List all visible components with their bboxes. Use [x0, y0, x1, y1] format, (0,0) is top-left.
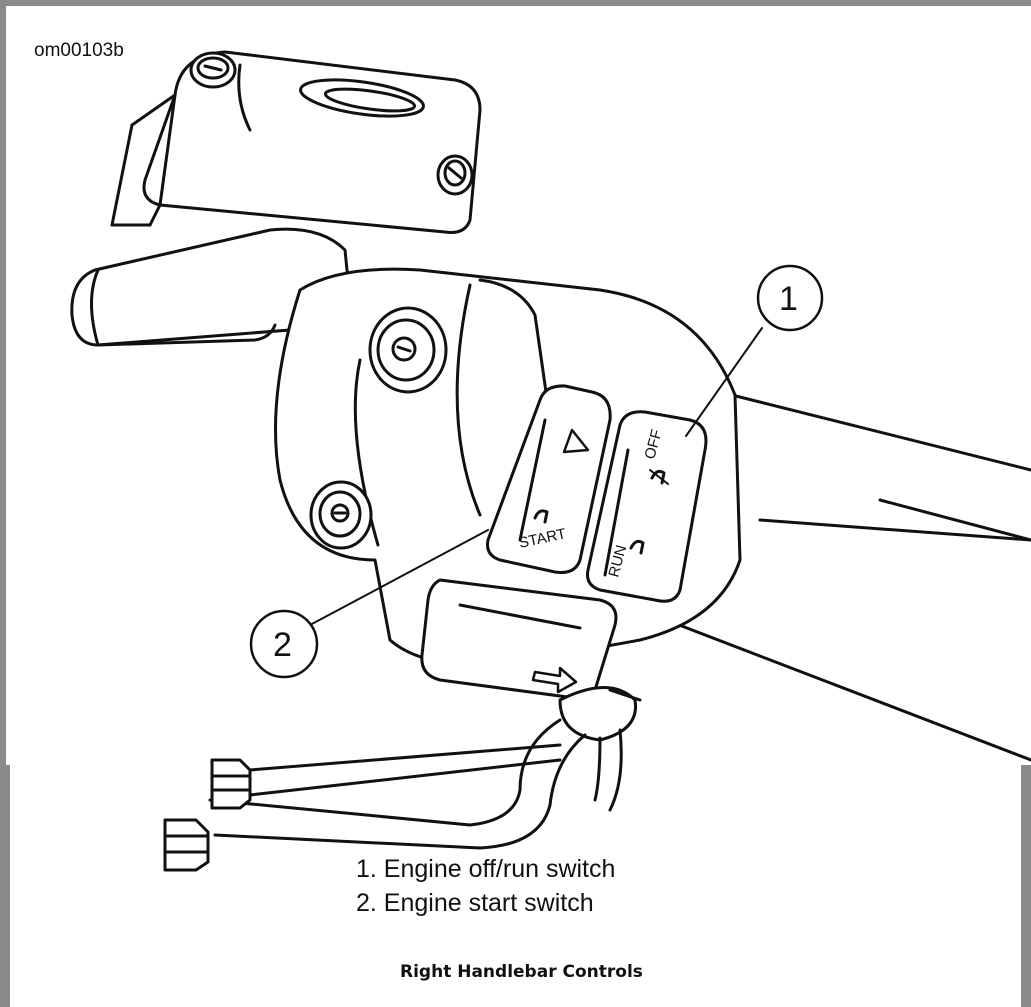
screw-icon — [368, 306, 448, 394]
border-left — [0, 0, 6, 1007]
border-top — [0, 0, 1031, 6]
start-switch — [486, 384, 612, 574]
brake-reservoir — [110, 50, 482, 234]
legend-item-2: 2. Engine start switch — [356, 889, 594, 917]
turn-signal-arrow-icon — [531, 666, 578, 694]
turn-signal-switch — [420, 578, 618, 700]
figure-id: om00103b — [34, 40, 124, 61]
legend-item-1: 1. Engine off/run switch — [356, 855, 616, 883]
start-symbol-icon — [533, 509, 549, 524]
screw-icon — [309, 480, 373, 550]
callout-1: 1 — [685, 264, 824, 437]
connector-icon — [163, 818, 210, 872]
figure-caption: Right Handlebar Controls — [400, 962, 643, 982]
screw-icon — [436, 154, 474, 196]
off-symbol-icon — [649, 469, 669, 485]
callout-1-number: 1 — [779, 280, 798, 318]
engine-off-run-switch — [586, 410, 708, 603]
legend: 1. Engine off/run switch 2. Engine start… — [356, 852, 615, 920]
connector-icon — [210, 758, 252, 810]
cable-clip — [558, 686, 642, 742]
screw-icon — [189, 51, 237, 89]
callout-2-number: 2 — [273, 626, 292, 664]
hazard-triangle-icon — [562, 428, 590, 454]
run-symbol-icon — [629, 539, 645, 555]
wiring-harness — [208, 718, 623, 850]
border-left-lower — [6, 765, 10, 1007]
border-right-lower — [1021, 765, 1031, 1007]
handlebar-tube — [638, 390, 1031, 762]
callout-2: 2 — [249, 529, 489, 679]
